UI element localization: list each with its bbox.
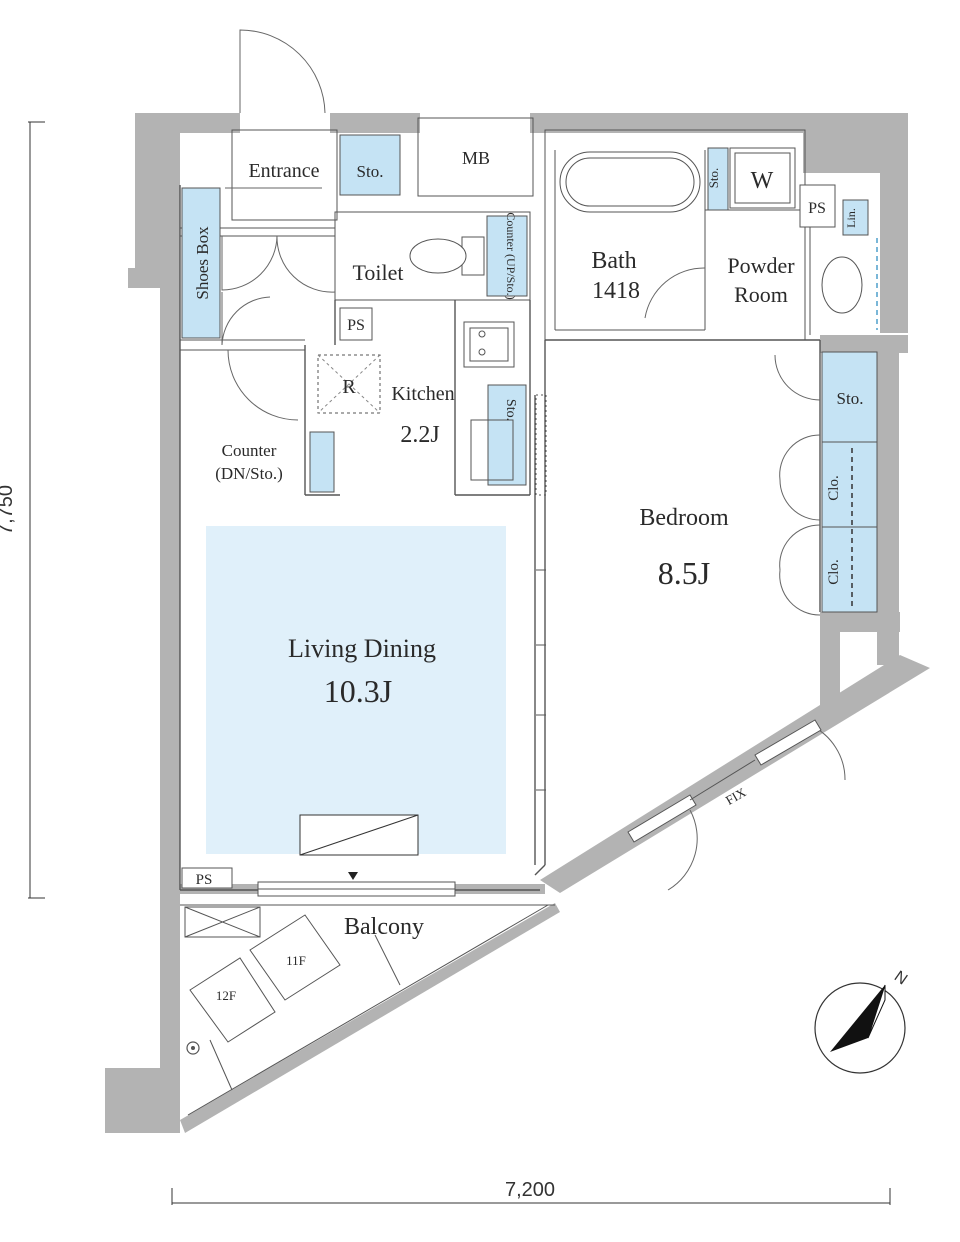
bath-size: 1418	[592, 278, 640, 304]
storage-units	[181, 134, 878, 613]
toilet-bowl	[409, 236, 485, 276]
toilet-counter-label: Counter (UP/Sto.)	[504, 212, 518, 299]
balcony-label: Balcony	[344, 914, 424, 940]
height-dimension: 7,750	[0, 485, 17, 535]
toilet-counter	[486, 215, 528, 297]
compass: N	[814, 968, 910, 1074]
counter-dn-label-line1: Counter	[222, 441, 277, 460]
closet-1-label: Clo.	[826, 475, 842, 500]
north-arrow-icon	[830, 985, 885, 1052]
entrance-storage	[339, 134, 401, 196]
living-dining-label: Living Dining	[288, 634, 436, 663]
linen-storage	[842, 199, 869, 236]
refrigerator-label: R	[342, 376, 356, 398]
entrance-label: Entrance	[248, 160, 319, 182]
kitchen-ps-label: PS	[347, 317, 365, 334]
bedroom-label: Bedroom	[639, 505, 729, 531]
sliding-door-marks	[535, 394, 547, 791]
closet-2	[821, 526, 878, 613]
living-counter	[309, 431, 335, 493]
powder-room-label-line2: Room	[734, 282, 788, 307]
compass-label: N	[891, 968, 910, 989]
living-area	[206, 526, 506, 854]
width-dimension: 7,200	[505, 1179, 555, 1201]
powder-ps-label: PS	[808, 200, 826, 217]
toilet-label: Toilet	[352, 260, 403, 285]
diagonal-windows	[627, 719, 822, 843]
washer-label: W	[751, 168, 774, 194]
washer-storage-label: Sto.	[706, 168, 721, 189]
dimension-lines: 7,750 7,200	[0, 121, 891, 1205]
counter-dn-label-line2: (DN/Sto.)	[215, 464, 283, 483]
bedroom-storage-label: Sto.	[837, 389, 864, 408]
fixtures	[181, 147, 863, 1091]
linen-label: Lin.	[844, 208, 858, 228]
washer-storage	[707, 147, 729, 211]
entrance-storage-label: Sto.	[357, 162, 384, 181]
shoes-box	[181, 187, 221, 339]
kitchen-storage-label: Sto.	[503, 399, 518, 421]
living-dining-size: 10.3J	[324, 673, 392, 709]
bath-label: Bath	[591, 248, 636, 274]
balcony-ps-label: PS	[196, 872, 213, 888]
floor-11-label: 11F	[286, 953, 306, 968]
closet-1	[821, 441, 878, 528]
interior-walls	[179, 117, 821, 1116]
kitchen-storage	[487, 384, 527, 486]
kitchen-label: Kitchen	[391, 383, 454, 405]
shoes-box-label: Shoes Box	[193, 226, 212, 300]
floor-12-label: 12F	[216, 988, 236, 1003]
room-labels: Entrance Sto. MB Shoes Box Toilet Counte…	[193, 148, 863, 1003]
powder-room-label-line1: Powder	[727, 253, 795, 278]
mb-label: MB	[462, 148, 490, 168]
kitchen-size: 2.2J	[400, 422, 439, 448]
closet-2-label: Clo.	[826, 559, 842, 584]
bedroom-size: 8.5J	[658, 555, 710, 591]
